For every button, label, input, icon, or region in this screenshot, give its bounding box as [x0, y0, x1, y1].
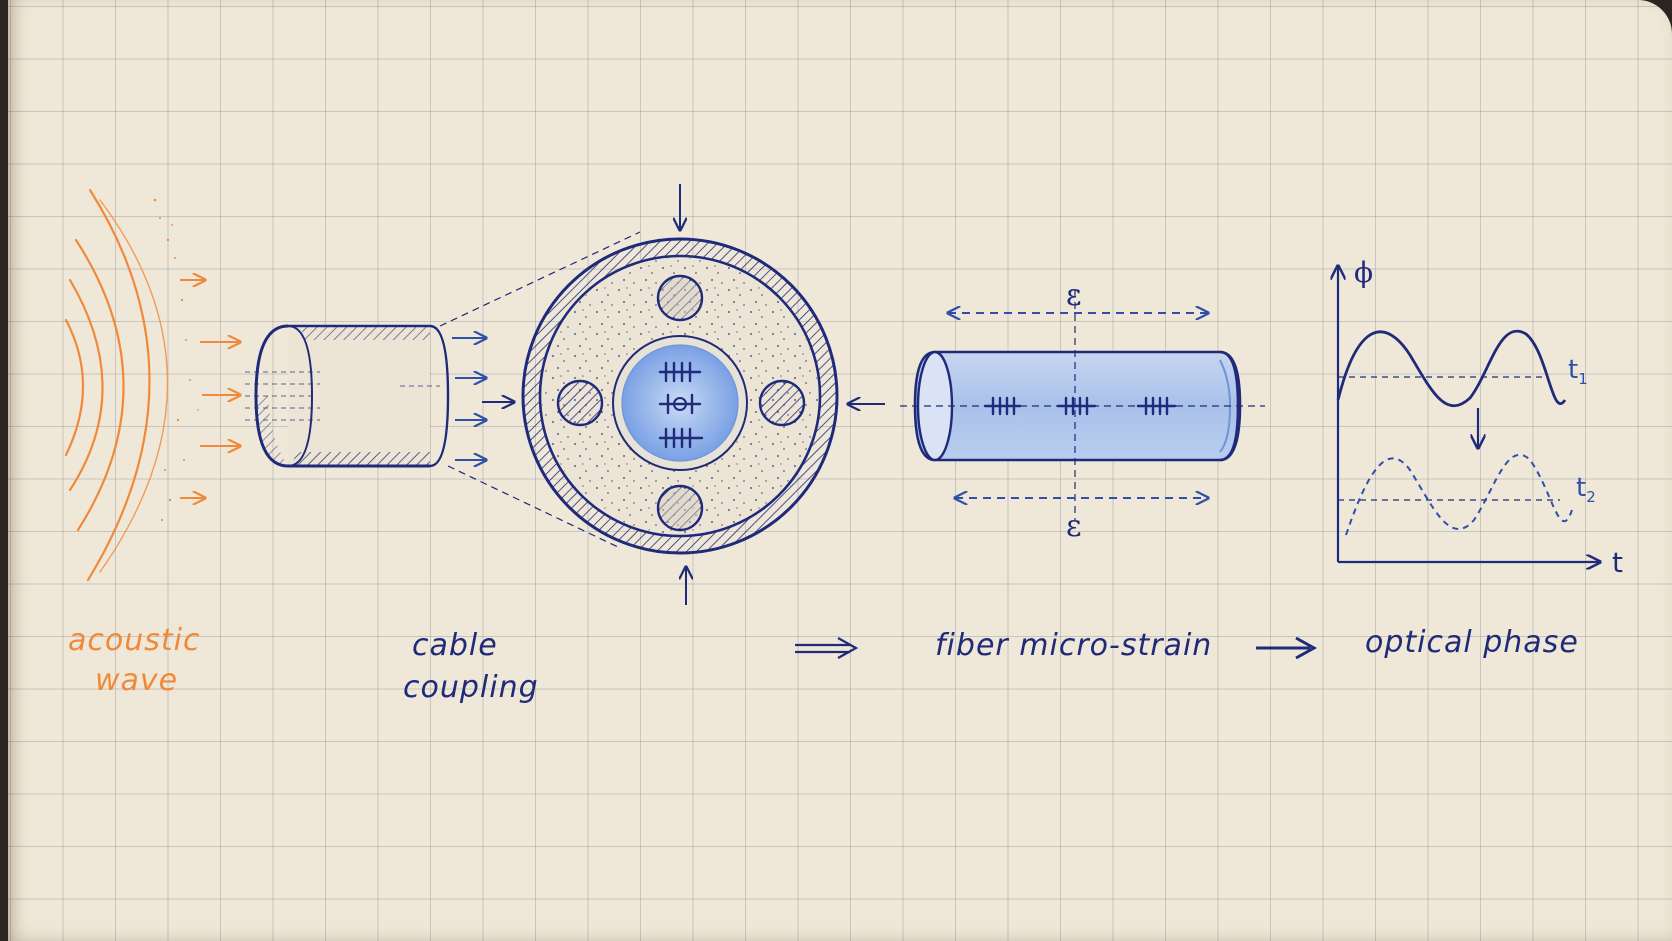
projection-lines [439, 231, 641, 549]
label-cable-line1: cable [412, 628, 498, 663]
fiber-strained-icon [900, 290, 1265, 520]
label-acoustic-line2: wave [95, 663, 178, 698]
phase-wave-t1 [1336, 329, 1567, 408]
strain-symbol-bottom: ε [1066, 509, 1082, 544]
cable-output-arrows [452, 338, 486, 460]
strain-arrows [948, 313, 1208, 498]
double-arrow-icon [795, 637, 859, 659]
label-optical-phase: optical phase [1365, 625, 1579, 660]
label-cable-line2: coupling [403, 670, 539, 705]
fiber-core-marks [658, 361, 704, 449]
t2-label: t2 [1576, 473, 1596, 506]
acoustic-wave-icon [64, 188, 169, 582]
bragg-grating-marks [983, 396, 1177, 416]
phase-plot [1338, 266, 1600, 562]
acoustic-arrows [180, 280, 240, 498]
t1-label: t1 [1568, 355, 1588, 388]
pressure-arrows [482, 184, 885, 605]
strain-symbol-top: ε [1066, 278, 1082, 313]
label-fiber-strain: fiber micro-strain [935, 628, 1212, 663]
cable-cross-section [521, 237, 839, 555]
acoustic-spray [153, 198, 199, 521]
phi-axis-label: ϕ [1354, 256, 1373, 289]
time-axis-label: t [1612, 546, 1623, 579]
grid-paper [8, 0, 1672, 941]
label-acoustic-line1: acoustic [68, 623, 200, 658]
cable-segment-icon [245, 324, 450, 468]
phase-wave-t2 [1345, 453, 1573, 536]
arrow-icon [1256, 636, 1318, 660]
strength-member [556, 274, 806, 532]
